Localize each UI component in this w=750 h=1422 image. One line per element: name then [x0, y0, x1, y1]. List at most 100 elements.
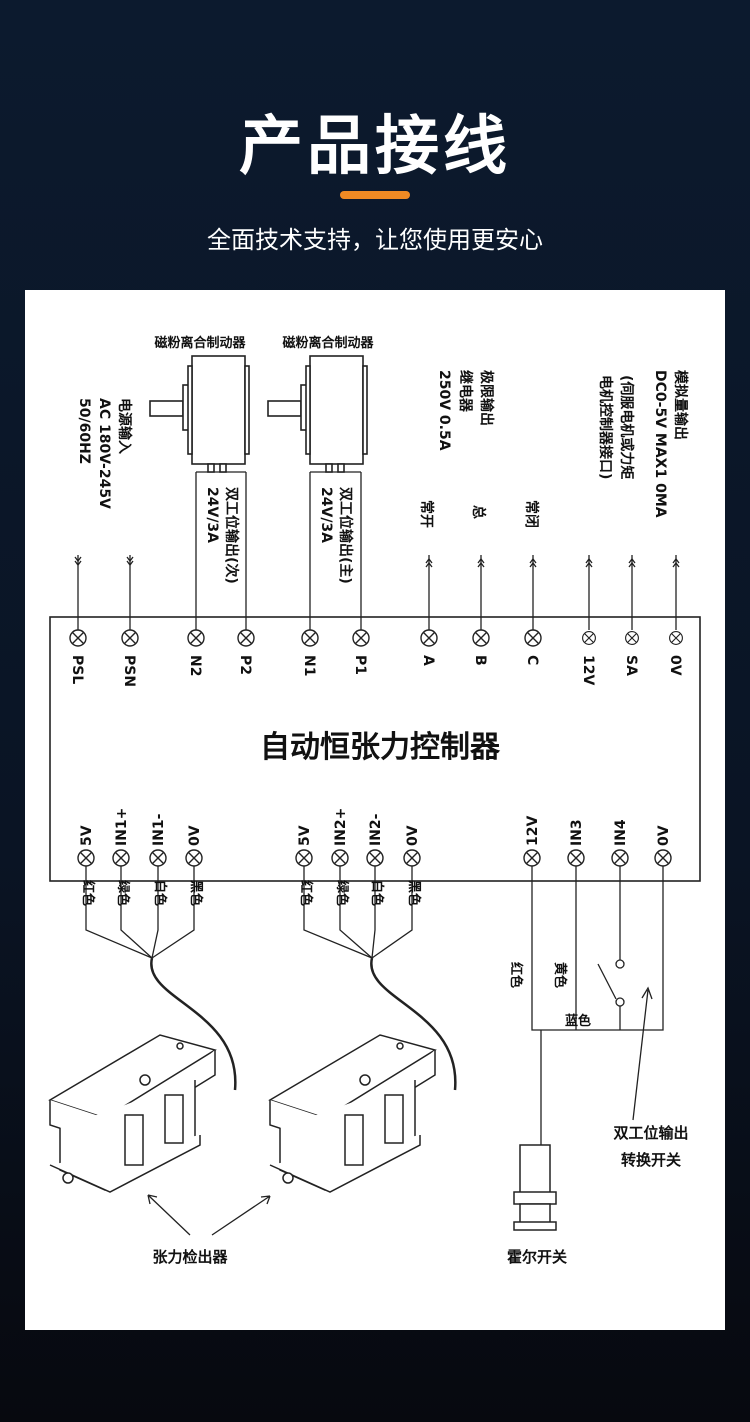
controller-title: 自动恒张力控制器 [260, 730, 501, 765]
power-label-2: AC 180V-245V [96, 398, 112, 509]
terminal-12v [523, 849, 541, 867]
hall-wire-yellow: 黄色 [552, 962, 568, 988]
terminal-in3 [567, 849, 585, 867]
relay-label-1: 极限输出 [478, 370, 495, 426]
wire-arrow-icon [585, 557, 593, 568]
terminal-psn [121, 629, 139, 647]
wire-arrow-icon [529, 557, 537, 568]
analog-label-1: 模拟量输出 [672, 370, 689, 440]
wiring-diagram: 自动恒张力控制器 磁粉离合制动器 磁粉离合制动器 电源输入 AC 180V-24… [48, 335, 701, 1266]
bottom-terminal-label: 0V [187, 825, 203, 846]
relay-com-label: 总 [470, 505, 487, 519]
terminal-a [420, 629, 438, 647]
terminal-c [524, 629, 542, 647]
terminal-n2 [187, 629, 205, 647]
terminal-0v [654, 849, 672, 867]
sensor-wire-color-label: 绿色 [334, 880, 350, 906]
sensor-wire-color-label: 绿色 [115, 880, 131, 906]
switch-label-1: 双工位输出 [613, 1124, 688, 1142]
bottom-terminal-label: IN2- [368, 813, 384, 846]
sensor-wire-color-label: 白色 [152, 880, 168, 906]
wire-arrow-icon [477, 557, 485, 568]
clutch-out-primary-1: 双工位输出(主) [337, 487, 354, 584]
top-terminal-label: B [472, 655, 488, 666]
bottom-terminal-label: IN2+ [333, 808, 349, 846]
terminal-in1-plus [112, 849, 130, 867]
terminal-in2-minus [366, 849, 384, 867]
sensor-pointer-arrows [147, 1194, 271, 1236]
tension-sensor-label: 张力检出器 [152, 1248, 228, 1266]
wire-arrow-icon [425, 557, 433, 568]
switch-label-2: 转换开关 [621, 1151, 681, 1169]
top-terminal-label: C [524, 655, 540, 665]
controller-box [49, 616, 701, 882]
terminal-5v [77, 849, 95, 867]
terminal-0v [669, 631, 683, 645]
wires [74, 471, 680, 959]
top-terminal-label: PSN [121, 655, 137, 687]
sensor-wire-color-label: 红色 [298, 880, 314, 906]
page-title: 产品接线 [239, 110, 511, 184]
bottom-terminal-label: 5V [297, 825, 313, 846]
hall-switch-icon [513, 1144, 557, 1231]
top-terminal-label: 0V [667, 655, 683, 676]
terminal-p1 [352, 629, 370, 647]
bottom-terminal-label: IN4 [613, 819, 629, 846]
page-subtitle: 全面技术支持，让您使用更安心 [207, 226, 543, 254]
clutch-icon-primary [267, 355, 368, 473]
wiring-diagram-panel: 自动恒张力控制器 磁粉离合制动器 磁粉离合制动器 电源输入 AC 180V-24… [25, 290, 725, 1330]
sensor-wire-color-label: 黑色 [188, 880, 204, 906]
terminal-in1-minus [149, 849, 167, 867]
top-terminal-label: 12V [580, 655, 596, 685]
top-terminal-label: P2 [237, 655, 253, 675]
wire-arrow-icon [74, 556, 82, 567]
hall-wire-blue: 蓝色 [565, 1013, 591, 1029]
hall-switch-label: 霍尔开关 [507, 1248, 567, 1266]
relay-label-3: 250V 0.5A [436, 370, 452, 451]
terminal-12v [582, 631, 596, 645]
top-terminal-label: SA [623, 655, 639, 676]
terminal-psl [69, 629, 87, 647]
bottom-terminal-label: 5V [79, 825, 95, 846]
bottom-terminal-label: IN3 [569, 819, 585, 846]
top-terminal-label: N1 [301, 655, 317, 676]
clutch-label-secondary: 磁粉离合制动器 [154, 335, 246, 351]
tension-sensor-icon [268, 957, 457, 1193]
terminal-in2-plus [331, 849, 349, 867]
terminal-p2 [237, 629, 255, 647]
bottom-terminal-label: 12V [525, 816, 541, 846]
relay-no-label: 常开 [418, 500, 435, 528]
relay-nc-label: 常闭 [523, 500, 540, 528]
analog-label-2: DC0-5V MAX1 0MA [652, 370, 668, 518]
bottom-terminal-label: 0V [656, 825, 672, 846]
terminal-n1 [301, 629, 319, 647]
analog-label-3: (伺服电机或力矩 [618, 375, 635, 479]
title-accent-bar [340, 191, 410, 199]
tension-sensor-icon [48, 957, 237, 1193]
top-terminal-label: PSL [69, 655, 85, 684]
top-terminal-label: A [420, 655, 436, 666]
clutch-icon-secondary [149, 355, 250, 473]
top-terminal-label: P1 [352, 655, 368, 675]
analog-label-4: 电机控制器接口) [597, 375, 614, 479]
wire-arrow-icon [628, 557, 636, 568]
power-label-3: 50/60HZ [76, 398, 92, 464]
clutch-out-secondary-1: 双工位输出(次) [223, 487, 240, 584]
clutch-out-secondary-2: 24V/3A [204, 487, 220, 543]
terminal-b [472, 629, 490, 647]
clutch-out-primary-2: 24V/3A [318, 487, 334, 543]
terminal-0v [403, 849, 421, 867]
terminal-5v [295, 849, 313, 867]
power-label-1: 电源输入 [116, 398, 133, 454]
hall-wiring [531, 866, 664, 1145]
sensor-wire-color-label: 黑色 [406, 880, 422, 906]
hall-wire-red: 红色 [508, 962, 524, 988]
terminal-sa [625, 631, 639, 645]
terminal-0v [185, 849, 203, 867]
bottom-terminal-label: 0V [405, 825, 421, 846]
sensor-wire-color-label: 红色 [80, 880, 96, 906]
bottom-terminal-label: IN1- [151, 813, 167, 846]
wire-arrow-icon [672, 557, 680, 568]
sensor-wire-color-label: 白色 [369, 880, 385, 906]
terminal-in4 [611, 849, 629, 867]
